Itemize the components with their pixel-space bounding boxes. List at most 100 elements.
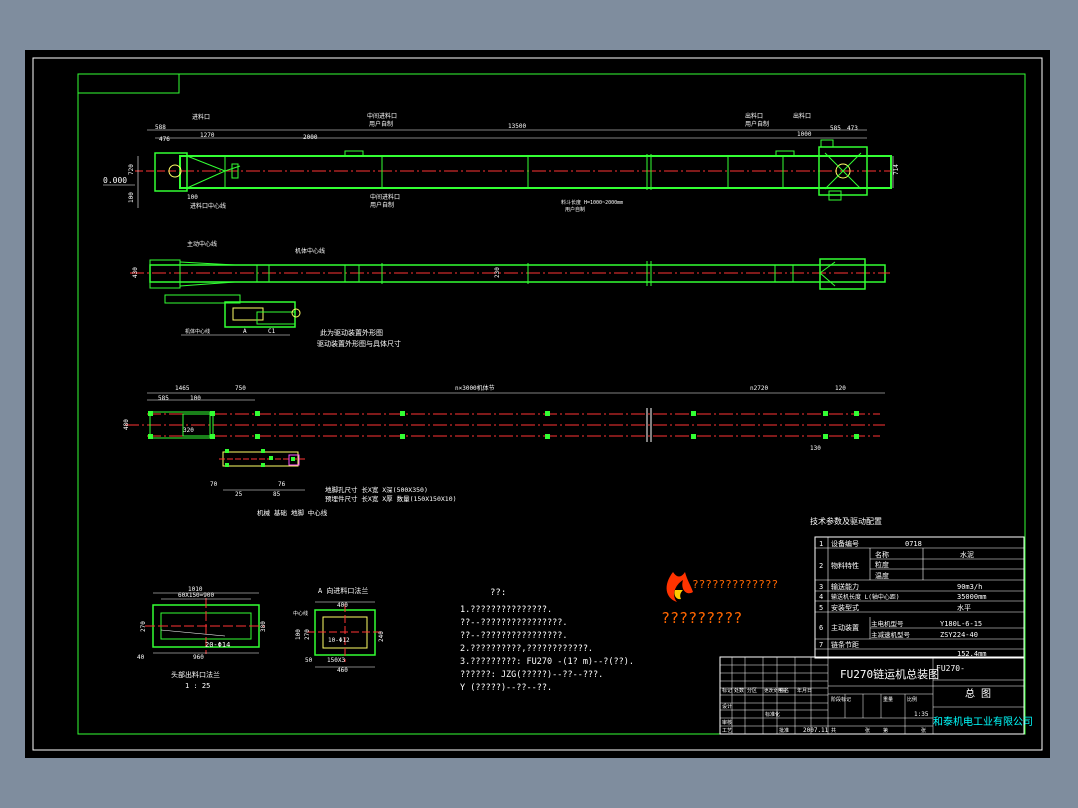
tb-label: 标记 [722, 687, 732, 694]
dim-473: 473 [847, 125, 858, 132]
tb-label: 工艺 [722, 728, 732, 734]
dim-1000: 1000 [797, 131, 812, 138]
plan-inlet [256, 264, 270, 283]
head-outlet-section: 1010 60X150=900 270 380 960 20-Φ14 40 头部… [137, 586, 267, 690]
dim-60x150: 60X150=900 [178, 592, 215, 599]
tb-label: 张 [921, 727, 926, 734]
tail-foundation [149, 411, 211, 439]
table-cell: 90m3/h [957, 583, 982, 591]
dim-400: 400 [337, 602, 348, 609]
label-user-made-b: 用户自制 [370, 201, 394, 209]
anchor-point [225, 463, 229, 467]
table-cell: 温度 [875, 571, 889, 580]
dim-100d: 100 [295, 629, 302, 640]
foundation-view: 1465 750 n×3000机体节 n2720 120 585 100 480… [123, 384, 885, 517]
table-cell: 输送机长度 L(轴中心距) [831, 593, 899, 601]
motor [232, 307, 264, 321]
tb-label: 年月日 [797, 687, 812, 694]
title-block: 标记 处数 分区 更改文件号 签名 年月日 设计 审核 工艺 标准化 批准 阶段… [719, 656, 1033, 735]
logo: ????????????? ????????? [661, 572, 778, 627]
note-line: ??--????????????????. [460, 631, 567, 641]
table-cell: 主电机型号 [871, 619, 904, 628]
dim-n3000: n×3000机体节 [455, 384, 495, 392]
dim-1270: 1270 [200, 132, 215, 139]
anchor-point [148, 411, 153, 416]
label-drive-dims: 驱动装置外形图与具体尺寸 [317, 339, 401, 348]
outer-frame [32, 57, 1043, 751]
head-plan-detail [819, 261, 836, 274]
corner-box [77, 73, 180, 94]
drive-view: 机体中心线 主动中心线 机体中心线 此为驱动装置外形图 驱动装置外形图与具体尺寸… [130, 240, 890, 348]
anchor-pocket [288, 454, 300, 466]
tb-label: 批准 [779, 727, 789, 734]
title-block-grid [720, 657, 1024, 734]
dim-150x3: 150X3 [327, 657, 345, 664]
plan-top-inlet [774, 264, 794, 283]
anchor-point [291, 457, 295, 461]
inlet-slope-2 [186, 170, 226, 189]
company-name: 和泰机电工业有限公司 [933, 715, 1033, 728]
table-cell: 5 [819, 604, 823, 612]
logo-bottom-text: ????????? [661, 609, 742, 627]
elevation-view: 588 476 1270 2000 13500 1000 585 473 进料口… [103, 112, 900, 213]
dim-76: 76 [278, 481, 286, 488]
drawing-sheet: 588 476 1270 2000 13500 1000 585 473 进料口… [25, 50, 1050, 758]
label-embedded-part: 预埋件尺寸 长X宽 X厚 数量(150X150X10) [325, 494, 457, 503]
tb-label: 分区 [747, 687, 757, 694]
dim-50: 50 [305, 657, 313, 664]
tb-label: 标准化 [765, 711, 780, 718]
dim-714: 714 [893, 164, 900, 175]
anchor-point [255, 434, 260, 439]
head-detail [824, 152, 862, 190]
dim-585: 585 [830, 125, 841, 132]
tb-label: 张 [865, 727, 870, 734]
table-cell: 35000mm [957, 593, 987, 601]
dim-320: 320 [183, 427, 194, 434]
tb-label: 阶段标记 [831, 696, 851, 703]
label-drive-outline: 此为驱动装置外形图 [320, 328, 383, 337]
drive-base [164, 294, 241, 304]
drawing-scale: 1:35 [914, 711, 929, 718]
inlet-slope [186, 155, 226, 172]
tb-label: 设计 [722, 703, 732, 710]
tb-label: 第 [883, 727, 888, 734]
anchor-point [225, 449, 229, 453]
tb-label: 重量 [883, 696, 893, 703]
inner-border [77, 73, 1026, 735]
drawing-name: 总 图 [965, 687, 991, 700]
tb-label: 共 [831, 727, 836, 734]
dim-270b: 270 [304, 629, 311, 640]
dim-13500: 13500 [508, 123, 526, 130]
plan-taper [179, 261, 236, 266]
tb-label: 审核 [722, 719, 732, 726]
anchor-point [854, 434, 859, 439]
anchor-point [210, 434, 215, 439]
dim-100c: 100 [190, 395, 201, 402]
dim-476: 476 [159, 136, 170, 143]
table-cell: 主动装置 [831, 623, 859, 632]
flame-icon [666, 572, 693, 602]
section-a-title: A 向进料口法兰 [318, 586, 368, 595]
cad-drawing: 588 476 1270 2000 13500 1000 585 473 进料口… [32, 57, 1043, 751]
label-anchor-hole: 地脚孔尺寸 长X宽 X深(500X350) [325, 485, 428, 494]
dim-100: 100 [128, 192, 135, 203]
label-hopper-length: 料斗长度 H=1000~2000mm [561, 199, 623, 206]
dim-430: 430 [132, 267, 139, 278]
dim-585b: 585 [158, 395, 169, 402]
label-mid-inlet-b: 中间进料口 [370, 193, 400, 201]
tech-table-title: 技术参数及驱动配置 [810, 516, 882, 526]
dim-230: 230 [494, 267, 501, 278]
dim-1465: 1465 [175, 385, 190, 392]
head-plan-detail [819, 272, 836, 287]
section-head-scale: 1 : 25 [185, 682, 210, 690]
table-cell: 物料特性 [831, 561, 859, 570]
anchor-point [261, 463, 265, 467]
table-cell: 4 [819, 593, 823, 601]
tech-table-grid [815, 537, 1024, 658]
label-inlet-center: 进料口中心线 [190, 202, 226, 210]
dim-85: 85 [273, 491, 281, 498]
mid-inlet [344, 150, 364, 157]
head-sprocket [835, 163, 851, 179]
table-cell: 6 [819, 624, 823, 632]
drive-pulley [291, 308, 301, 318]
